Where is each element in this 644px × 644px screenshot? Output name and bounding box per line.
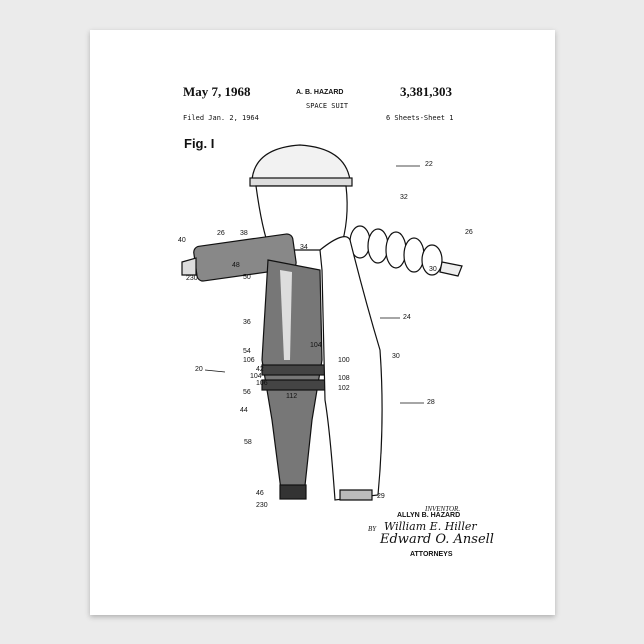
reference-numeral: 34 — [300, 244, 308, 251]
inventor-name: ALLYN B. HAZARD — [397, 512, 460, 519]
helmet-dome — [252, 145, 350, 180]
attorneys-label: ATTORNEYS — [410, 551, 453, 558]
reference-numeral: 58 — [244, 439, 252, 446]
left-leg — [262, 260, 322, 498]
reference-numeral: 30 — [429, 266, 437, 273]
reference-numeral: 38 — [240, 230, 248, 237]
reference-numeral: 104 — [310, 342, 322, 349]
reference-numeral: 46 — [256, 490, 264, 497]
reference-numeral: 24 — [403, 314, 411, 321]
reference-numeral: 56 — [243, 389, 251, 396]
reference-numeral: 22 — [425, 161, 433, 168]
reference-numeral: 26 — [217, 230, 225, 237]
reference-numeral: 102 — [338, 385, 350, 392]
right-leg — [320, 237, 382, 500]
reference-numeral: 26 — [465, 229, 473, 236]
reference-numeral: 20 — [195, 366, 203, 373]
helmet-ring — [250, 178, 352, 186]
reference-numeral: 44 — [240, 407, 248, 414]
reference-numeral: 36 — [243, 319, 251, 326]
reference-numeral: 29 — [377, 493, 385, 500]
reference-numeral: 106 — [256, 380, 268, 387]
reference-numeral: 48 — [232, 262, 240, 269]
reference-numeral: 30 — [392, 353, 400, 360]
reference-numeral: 230 — [256, 502, 268, 509]
reference-numeral: 40 — [178, 237, 186, 244]
by-label: BY — [368, 525, 376, 533]
reference-numeral: 50 — [243, 274, 251, 281]
reference-numeral: 42 — [256, 366, 264, 373]
attorney-signature-2: Edward O. Ansell — [380, 532, 494, 547]
reference-numeral: 100 — [338, 357, 350, 364]
reference-numeral: 28 — [427, 399, 435, 406]
reference-numeral: 104 — [250, 373, 262, 380]
reference-numeral: 106 — [243, 357, 255, 364]
reference-numeral: 230 — [186, 275, 198, 282]
reference-numeral: 54 — [243, 348, 251, 355]
reference-numeral: 108 — [338, 375, 350, 382]
reference-numeral: 32 — [400, 194, 408, 201]
reference-numeral: 112 — [286, 393, 297, 400]
